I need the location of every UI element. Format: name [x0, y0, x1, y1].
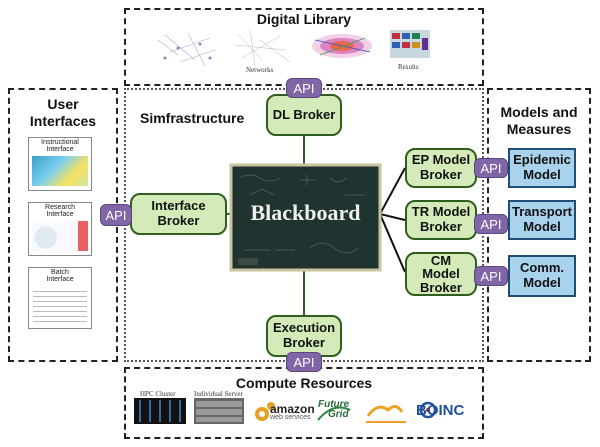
instructional-preview [32, 155, 88, 186]
individual-server-caption: Individual Server [194, 390, 243, 398]
instructional-interface-thumbnail[interactable]: Instructional Interface [28, 137, 92, 191]
batch-label: Batch Interface [46, 269, 74, 284]
condor-logo [366, 405, 406, 423]
api-tag-epidemic[interactable]: API [474, 158, 508, 178]
futuregrid-text: Future Grid [318, 399, 350, 420]
networks-caption: Networks [246, 66, 274, 74]
amazon-gears-icon [255, 402, 275, 421]
api-tag-transport[interactable]: API [474, 214, 508, 234]
results-thumbnail [390, 30, 430, 58]
boinc-text: BOINC [416, 402, 465, 419]
comm-model[interactable]: Comm.Model [508, 255, 576, 297]
hpc-cluster-image [134, 398, 186, 424]
user-interfaces-title-line1: User [47, 96, 79, 112]
boinc-logo [419, 401, 437, 419]
user-interfaces-title: User Interfaces [8, 96, 118, 130]
batch-interface-thumbnail[interactable]: Batch Interface [28, 267, 92, 329]
futuregrid-logo [317, 406, 351, 421]
models-measures-title: Models and Measures [487, 104, 591, 138]
dl-broker[interactable]: DL Broker [266, 94, 342, 136]
api-tag-comm[interactable]: API [474, 266, 508, 286]
api-tag-execution[interactable]: API [286, 352, 322, 372]
network-thumbnail-1 [157, 32, 216, 67]
blackboard[interactable]: Blackboard [250, 200, 361, 225]
instructional-label: Instructional Interface [41, 139, 79, 154]
simfrastructure-title: Simfrastructure [140, 110, 245, 126]
network-thumbnail-2 [234, 29, 291, 65]
research-label: Research Interface [45, 204, 75, 219]
user-interfaces-title-line2: Interfaces [29, 112, 97, 129]
amazon-logo: amazon web services [270, 402, 315, 421]
research-interface-thumbnail[interactable]: Research Interface [28, 202, 92, 256]
api-tag-digital-library[interactable]: API [286, 78, 322, 98]
digital-library-title: Digital Library [256, 11, 352, 27]
compute-resources-title: Compute Resources [235, 375, 373, 391]
server-image [194, 398, 244, 424]
models-title-line2: Measures [506, 120, 572, 137]
batch-preview [33, 286, 87, 323]
network-thumbnail-3 [312, 34, 372, 58]
hpc-cluster-caption: HPC Cluster [140, 390, 176, 398]
research-preview [32, 220, 88, 251]
models-title-line1: Models and [500, 104, 578, 120]
results-caption: Results [398, 63, 419, 71]
api-tag-interface[interactable]: API [100, 204, 132, 226]
